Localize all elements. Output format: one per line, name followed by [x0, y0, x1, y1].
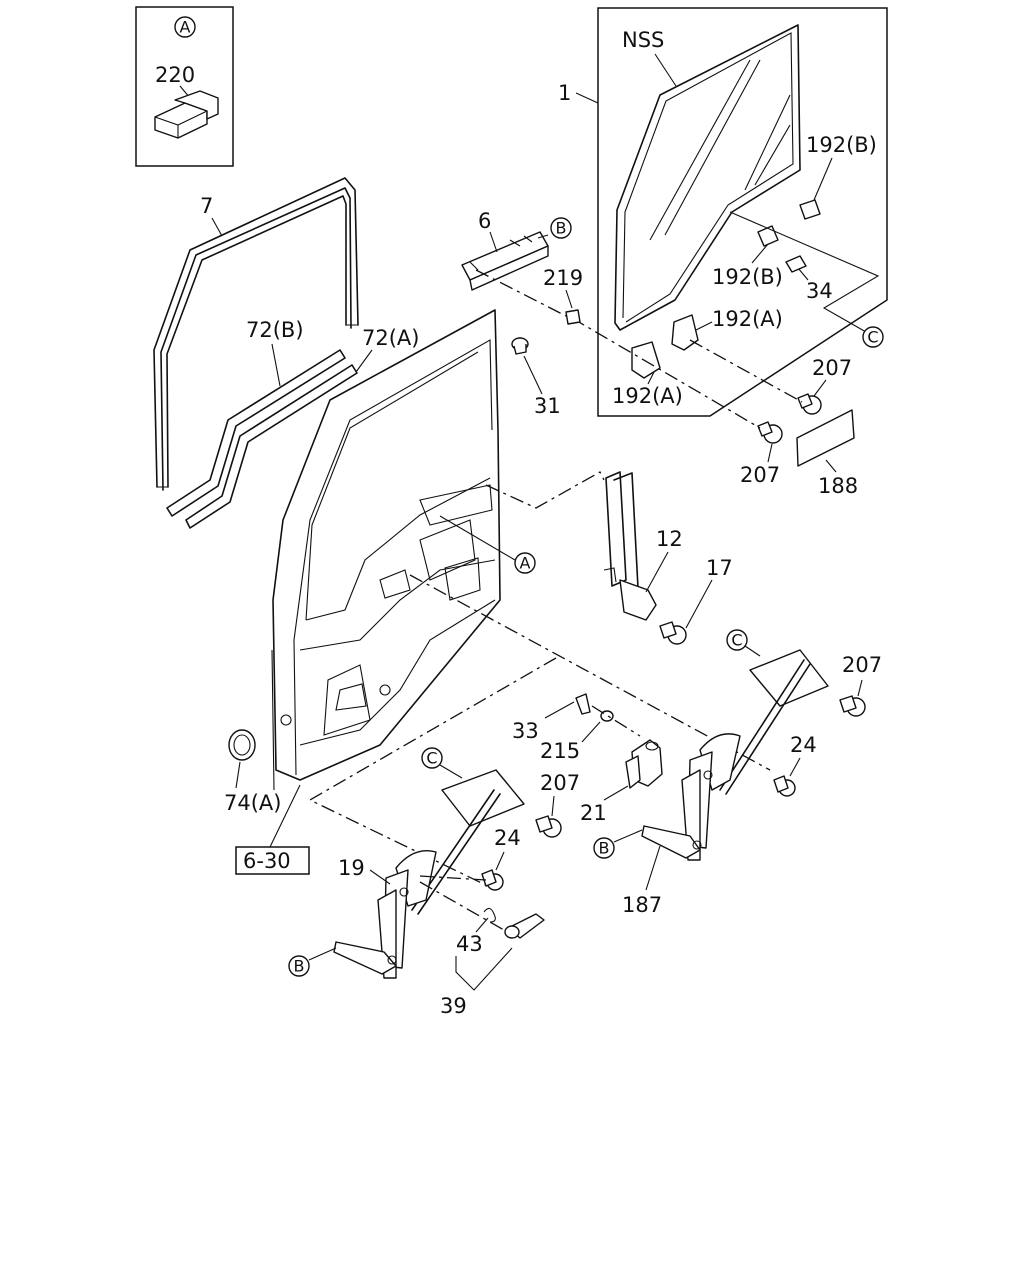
- label-17: 17: [706, 556, 733, 580]
- label-33: 33: [512, 719, 539, 743]
- door-inner-panel: [272, 309, 501, 781]
- label-31: 31: [534, 394, 561, 418]
- ref-box-6-30: [235, 846, 310, 875]
- part-7-run-channel: [153, 177, 359, 491]
- part-192a-clip-left: [631, 341, 661, 379]
- part-31-grommet: [511, 337, 529, 355]
- part-72b-belt-moulding: [166, 349, 346, 517]
- label-12: 12: [656, 527, 683, 551]
- label-nss: NSS: [622, 28, 664, 52]
- part-12-rear-channel: [603, 471, 657, 621]
- label-215: 215: [540, 739, 580, 763]
- detail-box-a: A 220: [135, 6, 234, 167]
- part-33-screw: [575, 693, 591, 715]
- label-1: 1: [558, 81, 571, 105]
- part-1-glass: [614, 24, 801, 331]
- part-207-bolt-d: [535, 815, 562, 838]
- part-17-bolt: [659, 621, 687, 645]
- part-43-clip: [483, 907, 496, 923]
- part-188-label-sheet: [796, 409, 855, 467]
- part-219-clip: [565, 309, 581, 325]
- part-19-regulator: [333, 789, 501, 979]
- marker-b-right-reg: B: [599, 839, 610, 858]
- part-34-spacer: [785, 255, 807, 273]
- label-19: 19: [338, 856, 365, 880]
- label-192a-right: 192(A): [712, 307, 783, 331]
- part-207-bolt-c: [839, 695, 866, 717]
- part-24-bolt-right: [773, 775, 796, 797]
- marker-a-detail: A: [180, 18, 191, 37]
- label-39: 39: [440, 994, 467, 1018]
- part-21-handle-base: [625, 739, 663, 789]
- label-72a: 72(A): [362, 326, 419, 350]
- label-6: 6: [478, 209, 491, 233]
- label-192a-left: 192(A): [612, 384, 683, 408]
- marker-a-door: A: [520, 554, 531, 573]
- marker-b-channel: B: [556, 219, 567, 238]
- marker-b-left-reg: B: [294, 957, 305, 976]
- label-207-b: 207: [740, 463, 780, 487]
- label-207-c: 207: [842, 653, 882, 677]
- part-220-clip: [154, 90, 219, 139]
- label-ref-6-30: 6-30: [243, 849, 291, 873]
- label-21: 21: [580, 801, 607, 825]
- part-72a-belt-moulding: [185, 364, 358, 529]
- marker-c-left-reg: C: [426, 749, 437, 768]
- label-192b-top: 192(B): [806, 133, 877, 157]
- label-192b-mid: 192(B): [712, 265, 783, 289]
- part-74a-grommet: [228, 729, 256, 761]
- label-72b: 72(B): [246, 318, 304, 342]
- label-207-d: 207: [540, 771, 580, 795]
- marker-c-right-reg: C: [731, 631, 742, 650]
- part-regulator-plate-right: [749, 649, 829, 707]
- label-207-a: 207: [812, 356, 852, 380]
- label-74a: 74(A): [224, 791, 281, 815]
- part-192b-clip-top: [799, 199, 821, 220]
- part-regulator-plate-left: [441, 769, 525, 827]
- part-207-bolt-b: [757, 421, 783, 444]
- glass-detail-box: 1 NSS 192(B) 192(B) 34 C 192(A): [558, 7, 888, 417]
- label-24-right: 24: [790, 733, 817, 757]
- part-207-bolt-a: [797, 393, 822, 415]
- part-6-channel: [461, 231, 549, 291]
- part-215-washer: [600, 710, 614, 722]
- label-43: 43: [456, 932, 483, 956]
- label-219: 219: [543, 266, 583, 290]
- label-187: 187: [622, 893, 662, 917]
- part-187-regulator: [641, 659, 811, 861]
- label-34: 34: [806, 279, 833, 303]
- label-220: 220: [155, 63, 195, 87]
- part-24-bolt-left: [481, 869, 504, 891]
- marker-c-glass: C: [867, 328, 878, 347]
- label-24-left: 24: [494, 826, 521, 850]
- label-7: 7: [200, 194, 213, 218]
- part-39-handle: [504, 913, 545, 939]
- label-188: 188: [818, 474, 858, 498]
- part-192a-clip-right: [671, 314, 699, 351]
